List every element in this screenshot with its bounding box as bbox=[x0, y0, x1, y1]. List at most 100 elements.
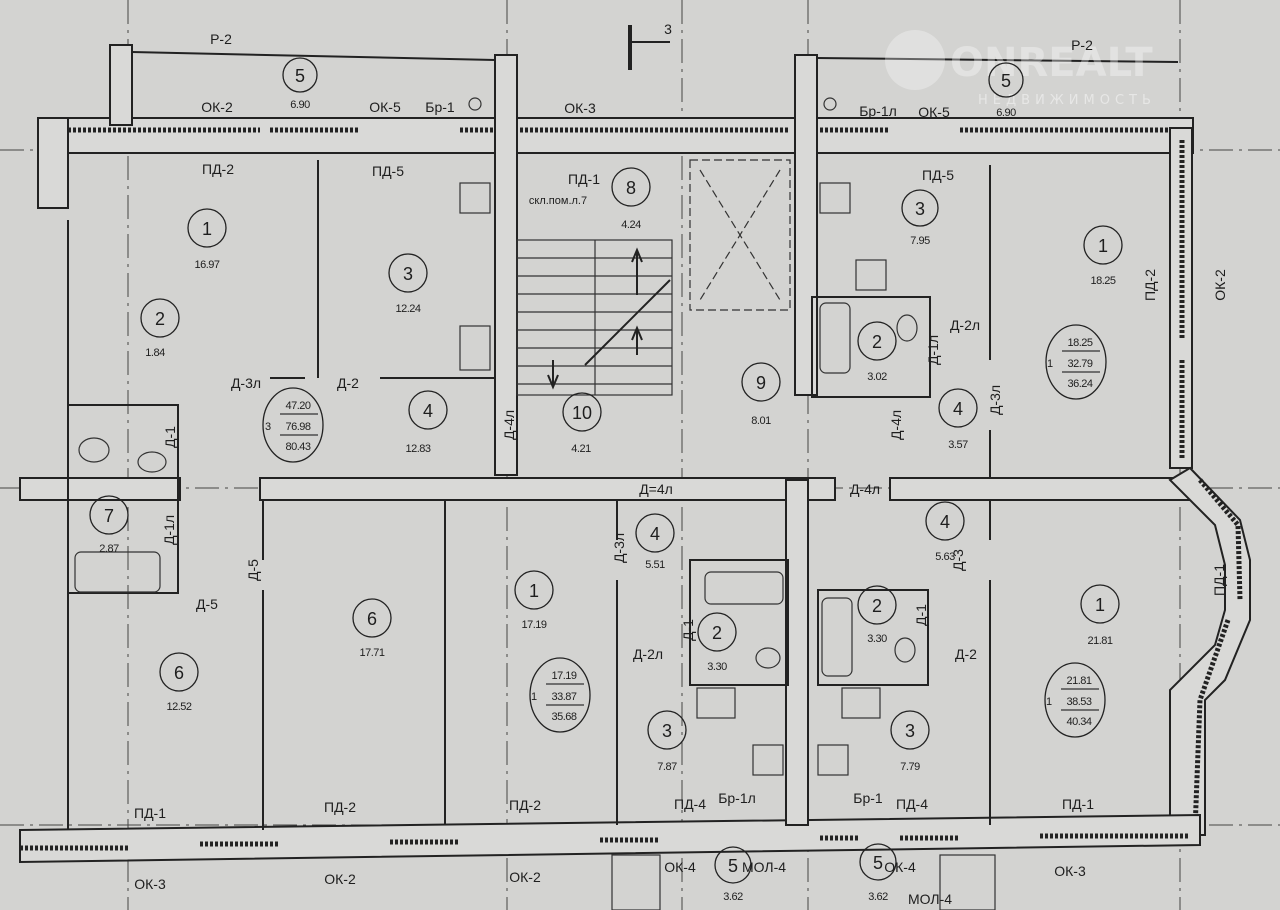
element-code-label: Бр-1 bbox=[853, 790, 883, 806]
walls bbox=[19, 44, 1251, 864]
apartment-summary: 1 17.19 33.87 35.68 bbox=[529, 657, 591, 733]
element-code-label: Д-1л bbox=[925, 335, 941, 365]
element-code-label: НЕДВИЖИМОСТЬ bbox=[978, 93, 1156, 108]
element-code-label: Д-2 bbox=[337, 375, 359, 391]
section-marker: 3 bbox=[628, 21, 672, 70]
apartment-area-value: 3 bbox=[265, 421, 271, 433]
element-code-label: ПД-2 bbox=[324, 799, 356, 815]
element-code-label: ПД-5 bbox=[922, 167, 954, 183]
element-code-label: Д-1 bbox=[162, 426, 178, 448]
room-area: 6.90 bbox=[996, 107, 1016, 119]
stove-icon bbox=[752, 744, 784, 776]
room-number: 2 bbox=[872, 332, 882, 352]
apartment-area-value: 38.53 bbox=[1066, 696, 1091, 708]
element-code-label: Бр-1 bbox=[425, 99, 455, 115]
room-area: 12.24 bbox=[395, 303, 420, 315]
staircase bbox=[516, 239, 673, 396]
room-number: 1 bbox=[529, 581, 539, 601]
room-tag: 37.87 bbox=[647, 710, 687, 773]
element-code-label: ПД-2 bbox=[509, 797, 541, 813]
apartment-area-value: 76.98 bbox=[285, 421, 310, 433]
room-tag: 53.62 bbox=[859, 843, 897, 903]
element-code-label: ПД-1 bbox=[1211, 564, 1227, 596]
apartment-area-value: 36.24 bbox=[1067, 378, 1092, 390]
room-area: 7.87 bbox=[657, 761, 677, 773]
room-area: 7.95 bbox=[910, 235, 930, 247]
room-number: 9 bbox=[756, 373, 766, 393]
room-tag: 72.87 bbox=[89, 495, 129, 555]
apartment-area-value: 1 bbox=[1046, 696, 1052, 708]
room-number: 3 bbox=[403, 264, 413, 284]
element-code-label: Д-4л bbox=[888, 410, 904, 440]
room-area: 12.52 bbox=[166, 701, 191, 713]
element-code-label: ПД-2 bbox=[202, 161, 234, 177]
element-code-label: скл.пом.л.7 bbox=[529, 195, 587, 207]
element-code-label: Д-3 bbox=[950, 549, 966, 571]
element-code-label: ОК-3 bbox=[1054, 863, 1086, 879]
room-area: 1.84 bbox=[145, 347, 165, 359]
apartment-summary: 1 21.81 38.53 40.34 bbox=[1044, 662, 1106, 738]
room-tag: 37.79 bbox=[890, 710, 930, 773]
stove-icon bbox=[459, 182, 491, 214]
room-area: 8.01 bbox=[751, 415, 771, 427]
element-code-label: ПД-4 bbox=[896, 796, 928, 812]
room-tag: 117.19 bbox=[514, 570, 554, 631]
element-code-label: Д-5 bbox=[196, 596, 218, 612]
element-code-label: Д-2 bbox=[955, 646, 977, 662]
element-code-label: ОК-3 bbox=[134, 876, 166, 892]
room-number: 3 bbox=[662, 721, 672, 741]
sink-icon bbox=[459, 325, 491, 371]
room-number: 2 bbox=[872, 596, 882, 616]
room-area: 3.62 bbox=[723, 891, 743, 903]
room-number: 1 bbox=[202, 219, 212, 239]
apartment-area-value: 18.25 bbox=[1067, 337, 1092, 349]
element-code-label: ПД-1 bbox=[1062, 796, 1094, 812]
room-tag: 617.71 bbox=[352, 598, 392, 659]
toilet-icon bbox=[894, 637, 916, 663]
room-labels: 56.90 116.97 21.84 312.24 412.83 84.24 1… bbox=[89, 57, 1123, 903]
element-code-label: ОК-5 bbox=[369, 99, 401, 115]
room-number: 5 bbox=[295, 66, 305, 86]
element-code-label: ОК-2 bbox=[1212, 269, 1228, 301]
apartment-area-value: 47.20 bbox=[285, 400, 310, 412]
stove-icon bbox=[819, 182, 851, 214]
room-tag: 98.01 bbox=[741, 362, 781, 427]
room-number: 2 bbox=[155, 309, 165, 329]
apartment-area-value: 1 bbox=[1047, 358, 1053, 370]
room-number: 10 bbox=[572, 403, 592, 423]
apartment-area-value: 35.68 bbox=[551, 711, 576, 723]
room-number: 4 bbox=[650, 524, 660, 544]
apartment-summary: 3 47.20 76.98 80.43 bbox=[262, 387, 324, 463]
room-tag: 37.95 bbox=[901, 189, 939, 247]
room-tag: 43.57 bbox=[938, 388, 978, 451]
room-area: 4.21 bbox=[571, 443, 591, 455]
room-number: 8 bbox=[626, 178, 636, 198]
element-code-label: ПД-5 bbox=[372, 163, 404, 179]
room-area: 6.90 bbox=[290, 99, 310, 111]
element-code-label: ПД-1 bbox=[134, 805, 166, 821]
room-area: 17.19 bbox=[521, 619, 546, 631]
element-code-label: Д-3л bbox=[987, 385, 1003, 415]
element-code-label: Д=4л bbox=[639, 481, 673, 497]
element-code-label: ПД-2 bbox=[1142, 269, 1158, 301]
room-tag: 21.84 bbox=[140, 298, 180, 359]
room-tag: 612.52 bbox=[159, 652, 199, 713]
element-code-label: Р-2 bbox=[210, 31, 232, 47]
element-code-label: Д-3л bbox=[611, 533, 627, 563]
apartment-area-value: 80.43 bbox=[285, 441, 310, 453]
element-code-label: 3 bbox=[664, 21, 672, 37]
element-code-label: ОК-2 bbox=[201, 99, 233, 115]
room-number: 4 bbox=[423, 401, 433, 421]
bathtub-icon bbox=[821, 597, 853, 677]
bathtub-icon bbox=[819, 302, 851, 374]
room-area: 4.24 bbox=[621, 219, 641, 231]
toilet-icon bbox=[755, 647, 781, 669]
room-area: 21.81 bbox=[1087, 635, 1112, 647]
room-number: 5 bbox=[728, 856, 738, 876]
bathtub-icon bbox=[74, 551, 161, 593]
room-tag: 412.83 bbox=[405, 390, 448, 455]
room-area: 3.30 bbox=[867, 633, 887, 645]
apartment-area-value: 1 bbox=[531, 691, 537, 703]
sink-icon bbox=[841, 687, 881, 719]
room-number: 6 bbox=[174, 663, 184, 683]
